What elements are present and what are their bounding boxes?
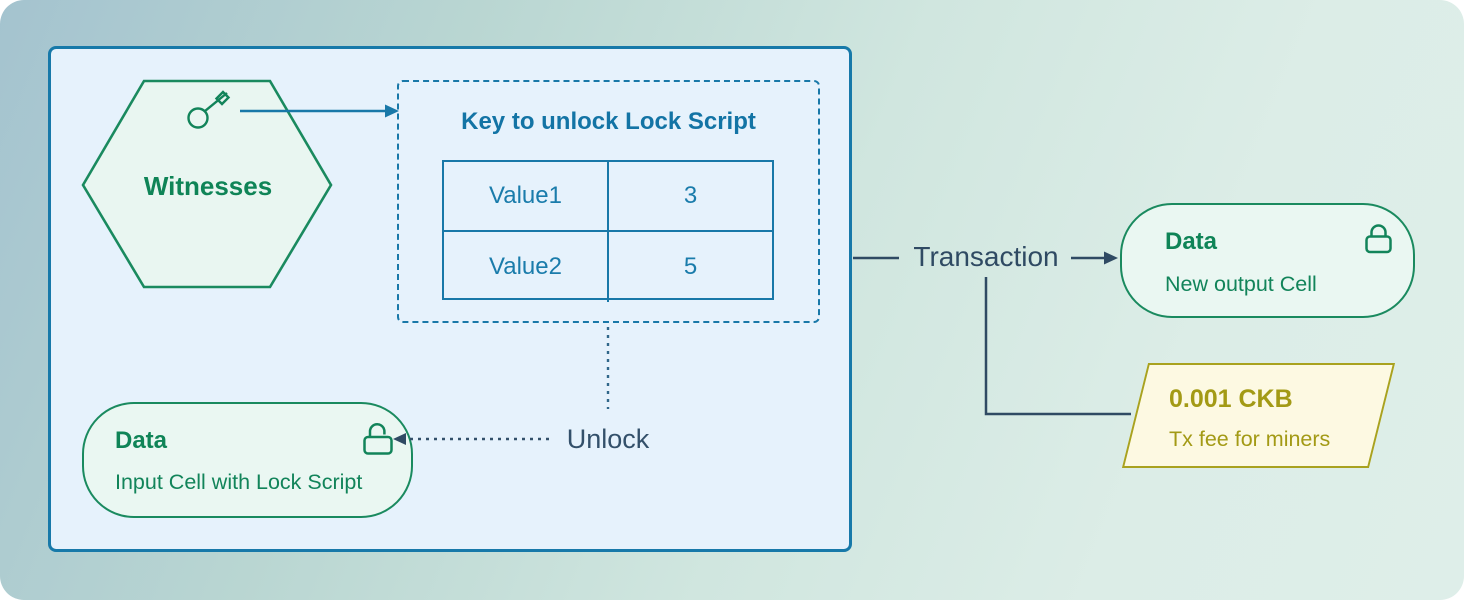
witnesses-label: Witnesses (143, 171, 273, 201)
fee-note-content: 0.001 CKB Tx fee for miners (1137, 365, 1380, 466)
transaction-to-output-arrowhead (1104, 251, 1118, 265)
table-cell-name-2: Value2 (444, 232, 609, 302)
unlock-label: Unlock (566, 424, 650, 454)
input-cell: Data Input Cell with Lock Script (82, 402, 413, 518)
fee-amount: 0.001 CKB (1169, 385, 1293, 413)
table-cell-name-1: Value1 (444, 162, 609, 232)
output-cell-title: Data (1165, 228, 1218, 255)
fee-note: 0.001 CKB Tx fee for miners (1121, 363, 1396, 468)
input-cell-subtitle: Input Cell with Lock Script (115, 470, 363, 494)
input-cell-title: Data (115, 427, 168, 454)
table-cell-value-1: 3 (609, 162, 772, 232)
key-box-title: Key to unlock Lock Script (461, 108, 756, 135)
unlock-values-table: Value1 3 Value2 5 (442, 160, 774, 302)
fee-description: Tx fee for miners (1169, 427, 1331, 451)
output-cell-subtitle: New output Cell (1165, 272, 1317, 296)
key-box: Key to unlock Lock Script Value1 3 Value… (397, 80, 820, 323)
unlocked-lock-icon (363, 423, 393, 455)
transaction-to-fee-elbow-line (984, 277, 1131, 416)
transaction-label: Transaction (913, 241, 1059, 272)
output-cell: Data New output Cell (1120, 203, 1415, 318)
key-icon (187, 90, 231, 129)
locked-lock-icon (1365, 224, 1392, 254)
witnesses-hexagon (81, 79, 333, 289)
table-cell-value-2: 5 (683, 253, 698, 280)
